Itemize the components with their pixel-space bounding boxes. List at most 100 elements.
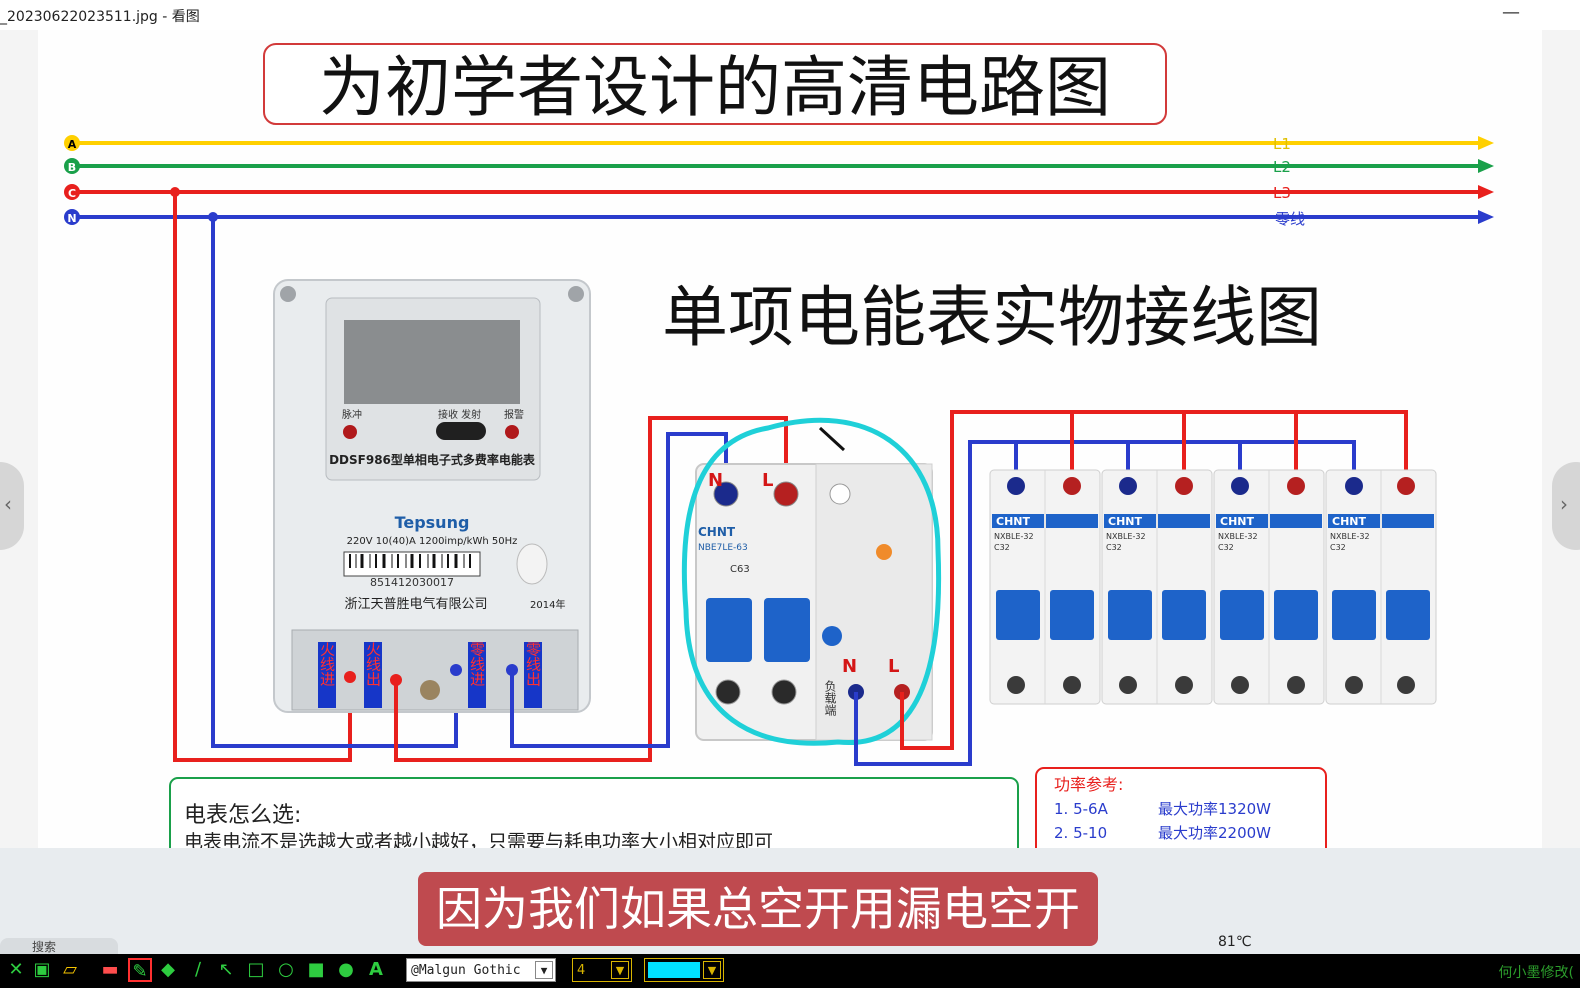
breaker-model: NXBLE-32 (994, 532, 1034, 541)
text-icon[interactable]: A (369, 959, 383, 980)
next-image-button[interactable]: › (1552, 462, 1580, 550)
meter-pulse-label: 脉冲 (342, 408, 362, 421)
rcd-brand: CHNT (698, 525, 736, 539)
font-select-value: @Malgun Gothic (411, 963, 521, 978)
meter-select-title: 电表怎么选: (184, 803, 301, 828)
bus-dot-n (64, 209, 80, 225)
bus-label-c: C (68, 187, 76, 200)
bus-name-l2: L2 (1273, 158, 1291, 176)
ellipse-icon[interactable]: ○ (278, 959, 294, 980)
arrow-icon[interactable]: ↖ (218, 959, 234, 980)
breaker-brand: CHNT (1220, 515, 1254, 528)
wire-live-meter-rcd (394, 416, 788, 762)
meter-spec: 220V 10(40)A 1200imp/kWh 50Hz (347, 536, 518, 547)
breaker-brand: CHNT (1108, 515, 1142, 528)
eraser-icon[interactable]: ▬ (101, 959, 119, 980)
terminal-tag-live-out (364, 642, 382, 708)
terminal-label-neutral-out: 零线出 (524, 642, 542, 687)
taskbar-search[interactable]: 搜索 (0, 938, 118, 954)
rcd-label-l: L (762, 470, 773, 491)
breaker-brand: CHNT (1332, 515, 1366, 528)
title-bar: _20230622023511.jpg - 看图 — (0, 0, 1580, 30)
prev-image-button[interactable]: ‹ (0, 462, 24, 550)
rcd-in-l-terminal (773, 481, 799, 507)
breaker-n-terminal (1007, 477, 1025, 495)
rcd-toggle-right (764, 598, 810, 662)
rcd-indicator-icon (876, 544, 892, 560)
save-icon[interactable]: ▣ (33, 959, 51, 980)
terminal-label-live-in: 火线进 (318, 642, 336, 687)
meter-comm-label: 接收 发射 (438, 408, 481, 421)
size-select[interactable]: 4 ▼ (572, 958, 632, 982)
power-title: 功率参考: (1054, 775, 1123, 794)
bus-arrow-b (1478, 159, 1494, 173)
bus-name-l1: L1 (1273, 135, 1291, 153)
breaker-model: NXBLE-32 (1218, 532, 1258, 541)
terminal-dot-neutral-in (450, 664, 462, 676)
fill-rect-icon[interactable]: ■ (307, 959, 325, 980)
breaker-n-terminal (1345, 477, 1363, 495)
meter-lcd (344, 320, 520, 404)
terminal-dot-live-in (344, 671, 356, 683)
terminal-screw-icon (420, 680, 440, 700)
rcd-out-label-n: N (842, 656, 857, 677)
bus-dot-a (64, 135, 80, 151)
barcode-lines (349, 554, 471, 568)
open-icon[interactable]: ▱ (63, 959, 77, 980)
close-icon[interactable]: ✕ (8, 959, 24, 980)
line-icon[interactable]: ∕ (194, 959, 202, 980)
font-select[interactable]: @Malgun Gothic ▼ (406, 958, 556, 982)
rcd-out-terminal (771, 679, 797, 705)
meter-maker: 浙江天普胜电气有限公司 (344, 596, 487, 612)
breaker-l-terminal (1397, 477, 1415, 495)
meter-serial: 851412030017 (370, 576, 454, 589)
minimize-button[interactable]: — (1502, 2, 1520, 23)
fill-ellipse-icon[interactable]: ● (338, 959, 354, 980)
highlighter-icon[interactable]: ◆ (161, 959, 175, 980)
chevron-down-icon[interactable]: ▼ (703, 961, 721, 979)
rcd-test-button (822, 626, 842, 646)
pen-icon[interactable]: ✎ (128, 958, 152, 982)
rcd-load-label: 负载端 (823, 680, 837, 717)
terminal-tag-neutral-in (468, 642, 486, 708)
annotation-toolbar: ✕ ▣ ▱ ▬ ✎ ◆ ∕ ↖ □ ○ ■ ● A @Malgun Gothic… (0, 954, 1580, 988)
size-select-value: 4 (577, 963, 586, 978)
bus-arrow-n (1478, 210, 1494, 224)
window-title: _20230622023511.jpg - 看图 (0, 9, 200, 25)
power-value-2: 最大功率2200W (1158, 824, 1271, 842)
breaker-rating: C32 (994, 543, 1010, 552)
chevron-right-icon: › (1560, 492, 1568, 516)
breaker-l-terminal (1063, 477, 1081, 495)
main-title-frame (263, 43, 1167, 125)
meter-seal (516, 543, 548, 585)
terminal-label-live-out: 火线出 (364, 642, 382, 687)
breaker: CHNT NXBLE-32 C32 (1325, 469, 1437, 705)
rect-icon[interactable]: □ (247, 959, 265, 980)
main-title: 为初学者设计的高清电路图 (319, 49, 1111, 126)
screw-icon (568, 286, 584, 302)
breaker-rating: C32 (1330, 543, 1346, 552)
pen-cursor-icon (818, 426, 846, 452)
rcd-model: NBE7LE-63 (698, 543, 748, 553)
bus-dot-b (64, 158, 80, 174)
breaker-rating: C32 (1218, 543, 1234, 552)
rcd-reset-icon (829, 483, 851, 505)
breaker: CHNT NXBLE-32 C32 (1101, 469, 1213, 705)
chevron-down-icon[interactable]: ▼ (535, 961, 553, 979)
circuit-diagram: 为初学者设计的高清电路图 A B C N L1 L2 L3 零线 (64, 43, 1494, 848)
chevron-left-icon: ‹ (4, 492, 12, 516)
color-select[interactable]: ▼ (644, 958, 724, 982)
color-swatch (648, 962, 700, 978)
breaker: CHNT NXBLE-32 C32 (1213, 469, 1325, 705)
power-range-2: 2. 5-10 (1054, 824, 1107, 842)
meter-model: DDSF986型单相电子式多费率电能表 (329, 452, 536, 467)
bus-arrow-c (1478, 185, 1494, 199)
meter-alarm-label: 报警 (504, 408, 524, 421)
power-range-1: 1. 5-6A (1054, 800, 1109, 818)
meter-brand: Tepsung (395, 513, 470, 532)
sub-title: 单项电能表实物接线图 (662, 279, 1322, 356)
meter-select-box (169, 777, 1019, 848)
chevron-down-icon[interactable]: ▼ (611, 961, 629, 979)
image-canvas: 为初学者设计的高清电路图 A B C N L1 L2 L3 零线 (38, 30, 1542, 848)
breaker-brand: CHNT (996, 515, 1030, 528)
